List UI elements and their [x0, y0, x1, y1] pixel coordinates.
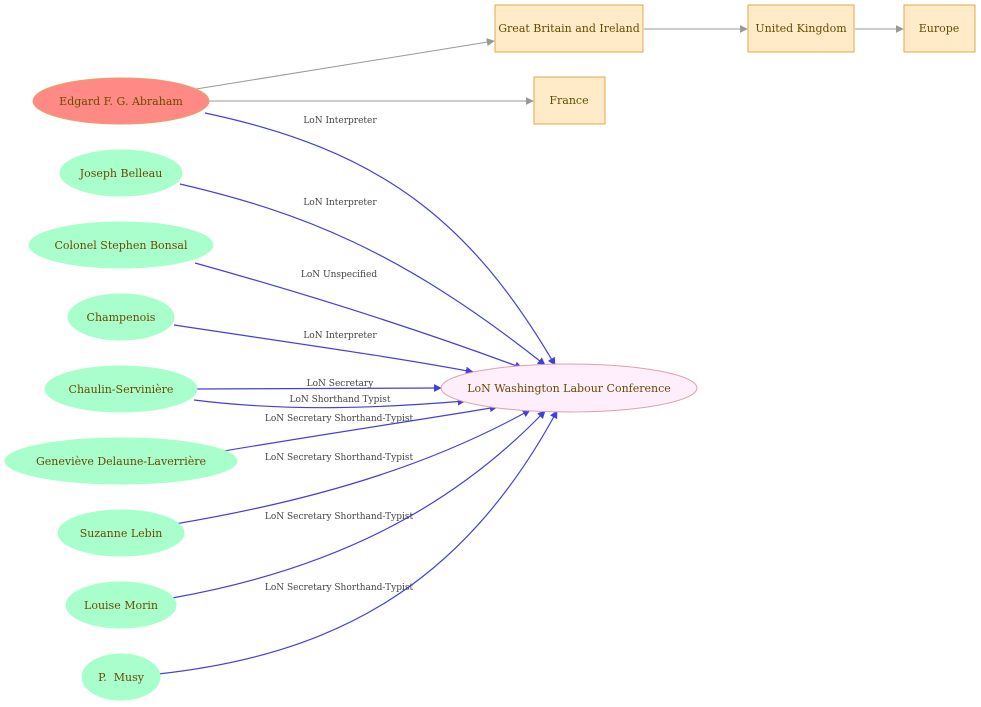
edge-musy-conference [157, 410, 558, 675]
edge-label-morin: LoN Secretary Shorthand-Typist [265, 512, 414, 522]
node-label-chaulin: Chaulin-Servinière [69, 383, 174, 396]
edge-champenois-conference [173, 324, 474, 375]
edge-label-lebin: LoN Secretary Shorthand-Typist [265, 453, 414, 463]
node-label-conference: LoN Washington Labour Conference [467, 382, 671, 395]
edge-label-musy: LoN Secretary Shorthand-Typist [265, 583, 414, 593]
edge-lebin-conference [174, 409, 531, 525]
node-belleau[interactable]: Joseph Belleau [59, 149, 183, 197]
node-label-france: France [549, 94, 588, 107]
edge-label-champenois: LoN Interpreter [303, 331, 377, 341]
node-champenois[interactable]: Champenois [67, 293, 175, 341]
node-gb-ireland[interactable]: Great Britain and Ireland [494, 4, 644, 53]
relation-edges [157, 112, 558, 675]
node-label-belleau: Joseph Belleau [79, 167, 163, 180]
edge-belleau-conference [179, 183, 546, 366]
node-lebin[interactable]: Suzanne Lebin [57, 509, 185, 557]
node-label-bonsal: Colonel Stephen Bonsal [55, 239, 188, 252]
edge-label-bonsal: LoN Unspecified [301, 270, 377, 280]
node-label-europe: Europe [919, 22, 960, 35]
node-uk[interactable]: United Kingdom [747, 4, 855, 53]
node-abraham[interactable]: Edgard F. G. Abraham [32, 77, 210, 125]
node-europe[interactable]: Europe [903, 4, 976, 53]
edge-delaune-conference [217, 404, 498, 453]
edge-label-belleau: LoN Interpreter [303, 198, 377, 208]
edge-chaulin-conference-2 [193, 397, 466, 409]
edge-labels: LoN Interpreter LoN Interpreter LoN Unsp… [265, 116, 414, 593]
node-label-delaune: Geneviève Delaune-Laverrière [36, 455, 206, 468]
node-label-uk: United Kingdom [755, 22, 847, 35]
node-label-champenois: Champenois [87, 311, 156, 324]
node-label-lebin: Suzanne Lebin [80, 527, 163, 540]
node-label-abraham: Edgard F. G. Abraham [59, 95, 183, 108]
edge-label-chaulin-1: LoN Secretary [307, 379, 375, 389]
node-label-musy: P. Musy [98, 671, 145, 684]
node-france[interactable]: France [533, 76, 606, 125]
place-edges [189, 25, 904, 105]
node-chaulin[interactable]: Chaulin-Servinière [44, 365, 198, 413]
node-bonsal[interactable]: Colonel Stephen Bonsal [28, 221, 214, 269]
node-label-gb-ireland: Great Britain and Ireland [498, 22, 639, 35]
edge-chaulin-conference-1 [196, 384, 442, 393]
edge-label-abraham: LoN Interpreter [303, 116, 377, 126]
edge-bonsal-conference [194, 262, 523, 370]
node-conference[interactable]: LoN Washington Labour Conference [440, 363, 698, 413]
edge-label-delaune: LoN Secretary Shorthand-Typist [265, 414, 414, 424]
edge-abraham-conference [204, 112, 556, 366]
node-label-morin: Louise Morin [84, 599, 158, 612]
node-delaune[interactable]: Geneviève Delaune-Laverrière [4, 437, 238, 485]
node-morin[interactable]: Louise Morin [65, 581, 177, 629]
edge-morin-conference [171, 410, 546, 599]
edge-label-chaulin-2: LoN Shorthand Typist [290, 395, 391, 405]
edge-abraham-gb-ireland [189, 38, 495, 91]
node-musy[interactable]: P. Musy [81, 653, 161, 701]
